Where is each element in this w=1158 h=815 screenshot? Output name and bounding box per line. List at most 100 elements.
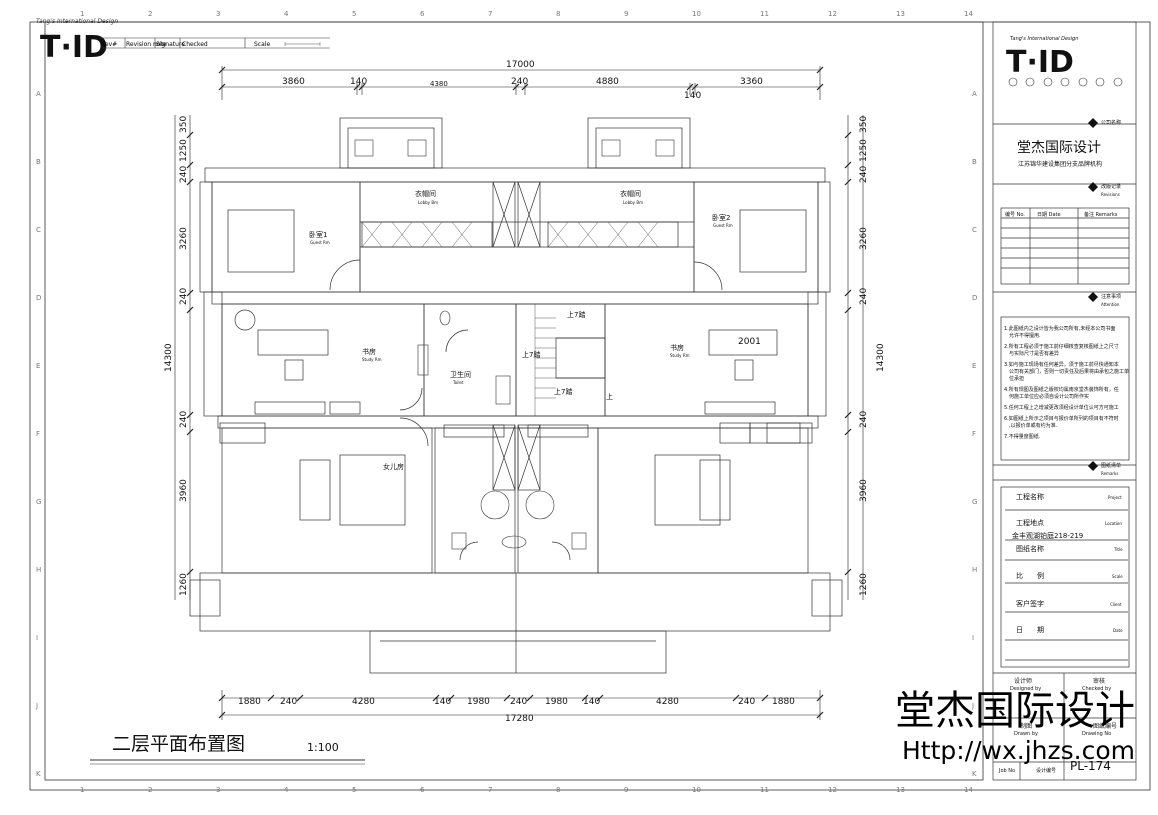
bed-master-right <box>739 209 807 273</box>
dim-right-part: 240 <box>859 288 869 305</box>
grid-letter: A <box>972 90 977 98</box>
grid-letter: D <box>36 294 41 302</box>
dim-bottom-part: 240 <box>738 697 755 707</box>
date-label-en: Date <box>1113 628 1123 633</box>
panel-markers <box>1088 118 1098 471</box>
watermark: 堂杰国际设计 Http://wx.jhzs.com <box>895 688 1135 765</box>
dim-bottom-total: 17280 <box>505 714 534 724</box>
dim-right-part: 350 <box>859 116 869 133</box>
panel-company-sub: 江苏锦华建设集团分支品牌机构 <box>1018 160 1102 168</box>
dim-right-part: 3960 <box>859 479 869 502</box>
dim-right-part: 3260 <box>859 227 869 250</box>
room-bath: 卫生间 <box>450 370 471 379</box>
grid-number: 11 <box>760 10 769 18</box>
grid-number: 3 <box>216 10 220 18</box>
bed-daughter-left <box>339 454 406 526</box>
job-no-label-en: Job No <box>998 768 1015 774</box>
grid-number: 14 <box>964 786 973 794</box>
dim-top-part: 140 <box>684 91 701 101</box>
panel-remarks-cn: 图纸清单 <box>1101 462 1121 469</box>
grid-number: 13 <box>896 786 905 794</box>
location-value: 金丰观湖铂庭218-219 <box>1012 531 1083 540</box>
panel-attention-en: Attention <box>1101 302 1120 307</box>
panel-revisions-en: Revisions <box>1101 192 1120 197</box>
room-bedroom2-en: Guest Rm <box>713 223 733 228</box>
info-panel <box>992 21 1137 781</box>
right-dimension-labels: 350 1250 240 3260 240 14300 240 3960 126… <box>859 116 886 596</box>
wardrobe-right <box>547 221 679 248</box>
dim-right-total: 14300 <box>876 343 886 372</box>
terrace <box>199 572 831 632</box>
balcony-left-inner <box>347 127 435 169</box>
panel-logo: T·ID <box>1006 45 1074 80</box>
room-closet-right: 衣帽间 <box>620 189 641 198</box>
dim-bottom-part: 1980 <box>545 697 568 707</box>
room-study-right-en: Study Rm <box>670 353 690 358</box>
stair-label-3: 上7踏 <box>554 387 572 396</box>
dim-top-part: 4380 <box>430 80 448 88</box>
grid-number: 4 <box>284 786 289 794</box>
grid-letter: A <box>36 90 41 98</box>
rev-header-remarks: 备注 Remarks <box>1084 211 1118 218</box>
rev-header-no: 编号 No. <box>1005 211 1025 218</box>
bed-master-left <box>227 209 295 273</box>
grid-letter: H <box>36 566 41 574</box>
dim-bottom-part: 1880 <box>772 697 795 707</box>
grid-number: 7 <box>488 10 492 18</box>
grid-number: 12 <box>828 786 837 794</box>
location-label-en: Location <box>1105 521 1122 526</box>
header-col-signature: Signature <box>156 41 185 48</box>
grid-letter: B <box>972 158 977 166</box>
panel-attention-cn: 注意事项 <box>1101 293 1121 300</box>
header-brand-line: Tang's International Design <box>36 18 118 25</box>
daughter-room-left <box>221 427 433 574</box>
panel-remarks-en: Remarks <box>1101 471 1118 476</box>
daughter-room-right <box>597 427 809 574</box>
label-2001: 2001 <box>738 337 761 347</box>
grid-number: 7 <box>488 786 492 794</box>
grid-number: 6 <box>420 786 425 794</box>
room-bedroom1-en: Guest Rm <box>310 240 330 245</box>
job-no-label-cn: 设计编号 <box>1036 767 1056 774</box>
room-bath-en: Toilet <box>452 380 464 385</box>
scale-label-en: Scale <box>1112 574 1123 579</box>
upper-bedroom-left <box>211 181 361 293</box>
plan-walls <box>189 117 843 674</box>
dim-bottom-part: 240 <box>510 697 527 707</box>
grid-letter: K <box>972 770 977 778</box>
grid-number: 3 <box>216 786 220 794</box>
grid-number: 2 <box>148 10 152 18</box>
stair-label-1: 上7踏 <box>567 310 585 319</box>
grid-letter: B <box>36 158 41 166</box>
grid-number: 14 <box>964 10 973 18</box>
room-bedroom1: 卧室1 <box>309 230 327 239</box>
bath-right <box>517 427 599 574</box>
balcony-right-inner <box>595 127 683 169</box>
fixtures <box>354 139 675 550</box>
panel-logo-icons <box>1008 77 1123 87</box>
dim-top-part: 3360 <box>740 77 763 87</box>
bath-left <box>434 427 516 574</box>
project-label-en: Project <box>1108 495 1122 500</box>
balcony-unit-right-1 <box>601 139 621 157</box>
grid-letter: I <box>972 634 974 642</box>
grid-letter: E <box>972 362 976 370</box>
dim-bottom-part: 140 <box>434 697 451 707</box>
date-label-cn: 日 期 <box>1016 626 1044 634</box>
drawn-label-en: Drawn by <box>1014 731 1038 737</box>
grid-letter: C <box>972 226 977 234</box>
dimension-ticks <box>186 66 852 719</box>
wardrobe-left <box>361 221 493 248</box>
grid-number: 4 <box>284 10 289 18</box>
grid-number: 12 <box>828 10 837 18</box>
balcony-unit-right-2 <box>655 139 675 157</box>
balcony-unit-left-2 <box>407 139 427 157</box>
location-label-cn: 工程地点 <box>1016 518 1044 527</box>
dim-left-part: 1260 <box>179 573 189 596</box>
dim-left-part: 3960 <box>179 479 189 502</box>
dim-bottom-part: 140 <box>583 697 600 707</box>
dim-top-part: 3860 <box>282 77 305 87</box>
room-closet-left: 衣帽间 <box>415 189 436 198</box>
